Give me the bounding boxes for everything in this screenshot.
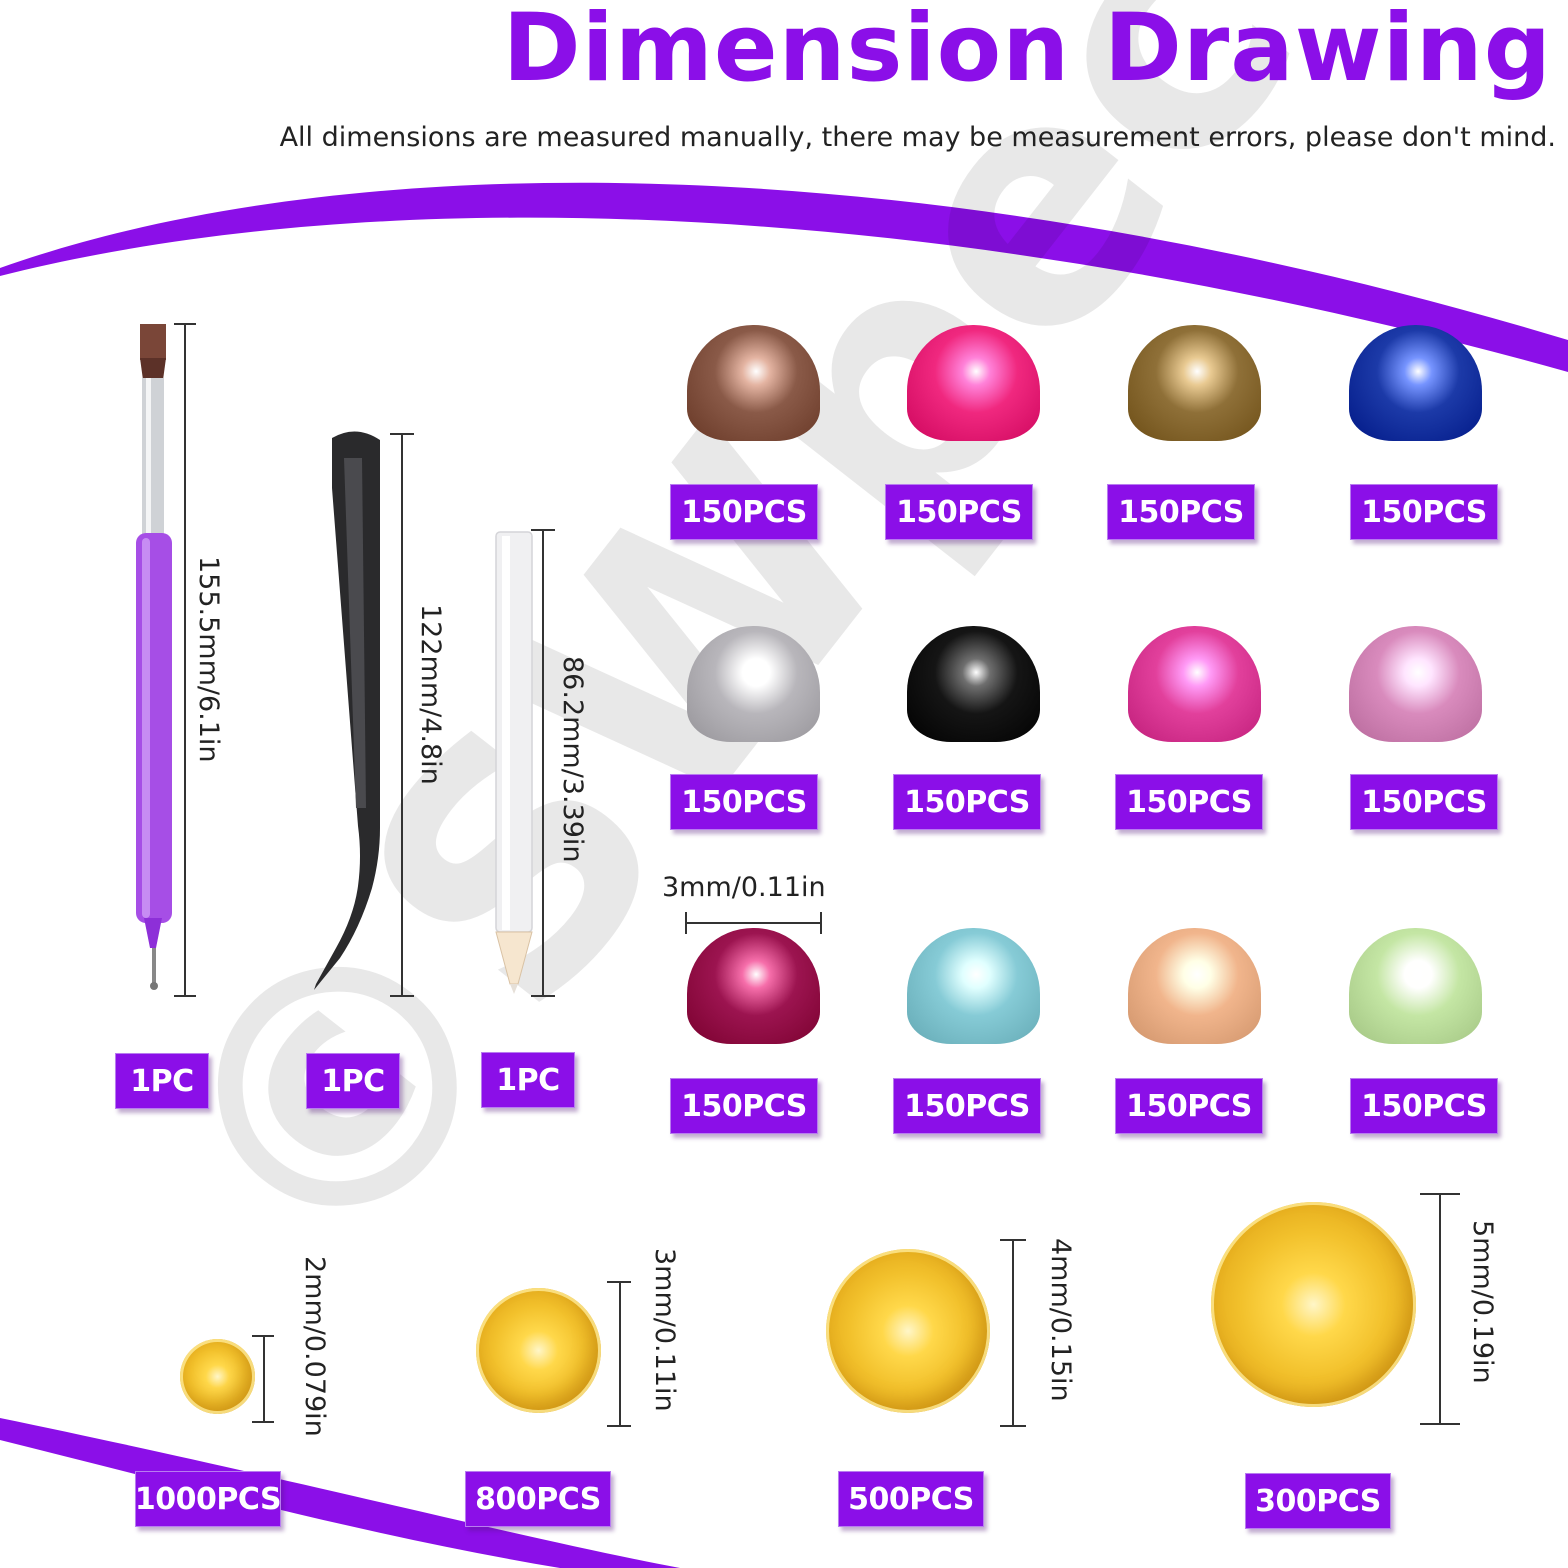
pearl-dimension-tick [685,912,687,934]
rhinestone-dimension-label: 2mm/0.079in [299,1256,330,1437]
rhinestone-dimension-tick [1420,1423,1460,1425]
pearl-count-badge: 150PCS [1115,1078,1263,1134]
rhinestone-dimension-label: 4mm/0.15in [1045,1238,1076,1402]
rhinestone-dimension-tick [252,1335,274,1337]
pearl [687,626,820,742]
rhinestone-dimension-tick [607,1425,631,1427]
pearl [1128,928,1261,1044]
brush-dimension-tick [174,323,196,325]
pearl-count-badge: 150PCS [893,774,1041,830]
page-title: Dimension Drawing [502,0,1552,103]
pearl [907,928,1040,1044]
rhinestone-5mm [1211,1202,1416,1407]
pearl-count-badge: 150PCS [670,774,818,830]
rhinestone-dimension-tick [1000,1239,1026,1241]
pearl [907,626,1040,742]
pencil-dimension-tick [531,529,555,531]
tool-count-badge: 1PC [306,1053,400,1109]
pearl [1128,325,1261,441]
brush-dimension-label: 155.5mm/6.1in [193,556,224,763]
pencil-dimension-tick [531,995,555,997]
pearl-dimension-line [686,922,822,924]
tool-count-badge: 1PC [481,1052,575,1108]
tweezers-dimension-tick [390,433,414,435]
rhinestone-dimension-tick [252,1421,274,1423]
rhinestone-dimension-label: 5mm/0.19in [1467,1220,1498,1384]
tweezers-dimension-label: 122mm/4.8in [415,604,446,785]
rhinestone-4mm [826,1249,990,1413]
pearl-count-badge: 150PCS [1350,1078,1498,1134]
pearl-count-badge: 150PCS [1115,774,1263,830]
pearl [687,928,820,1044]
rhinestone-count-badge: 300PCS [1245,1473,1391,1529]
tool-count-badge: 1PC [115,1053,209,1109]
rhinestone-count-badge: 800PCS [465,1471,611,1527]
rhinestone-dimension-label: 3mm/0.11in [649,1248,680,1412]
tweezers [314,431,380,990]
rhinestone-dimension-line [1012,1240,1014,1426]
pearl [1349,325,1482,441]
wax-pencil [495,531,533,994]
rhinestone-dimension-line [619,1282,621,1426]
tweezers-dimension-tick [390,995,414,997]
rhinestone-dimension-line [1439,1194,1441,1424]
page-subtitle: All dimensions are measured manually, th… [279,122,1556,153]
pearl-count-badge: 150PCS [885,484,1033,540]
brush-dimension-line [184,324,186,996]
pencil-dimension-line [542,530,544,996]
pearl-count-badge: 150PCS [1350,484,1498,540]
rhinestone-dimension-tick [1000,1425,1026,1427]
pencil-dimension-label: 86.2mm/3.39in [557,656,588,863]
pearl-count-badge: 150PCS [1107,484,1255,540]
pearl-count-badge: 150PCS [1350,774,1498,830]
rhinestone-dimension-tick [1420,1193,1460,1195]
brush-dimension-tick [174,995,196,997]
rhinestone-dimension-tick [607,1281,631,1283]
pearl [1349,626,1482,742]
rhinestone-3mm [476,1288,601,1413]
pearl-dimension-label: 3mm/0.11in [662,872,826,903]
dotting-pen-brush [136,324,172,990]
pearl [1349,928,1482,1044]
pearl-dimension-tick [820,912,822,934]
rhinestone-count-badge: 1000PCS [135,1471,282,1527]
rhinestone-dimension-line [263,1336,265,1422]
pearl-count-badge: 150PCS [893,1078,1041,1134]
pearl [1128,626,1261,742]
pearl [907,325,1040,441]
pearl-count-badge: 150PCS [670,484,818,540]
tweezers-dimension-line [401,434,403,996]
pearl-count-badge: 150PCS [670,1078,818,1134]
rhinestone-count-badge: 500PCS [838,1471,984,1527]
pearl [687,325,820,441]
rhinestone-2mm [180,1339,255,1414]
